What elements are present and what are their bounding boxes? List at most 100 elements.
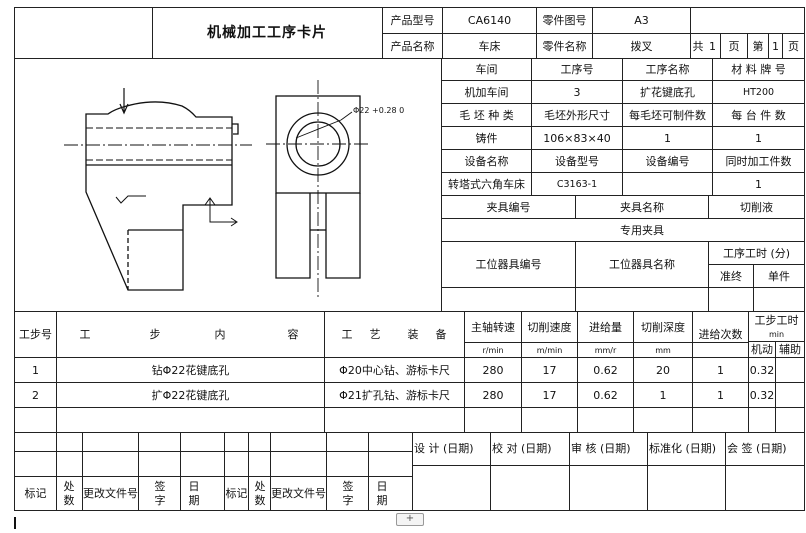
- equip-header-2: 艺: [369, 328, 381, 341]
- rev-count-label-2: 处数: [254, 479, 266, 507]
- prep-time-label: 准终: [720, 269, 742, 283]
- blank-size-label: 毛坯外形尺寸: [544, 108, 610, 122]
- text-cursor: [14, 517, 16, 529]
- rev-date-label-2: 日期: [376, 479, 388, 507]
- product-name-label: 产品名称: [390, 39, 435, 53]
- step-content-header-4: 容: [287, 328, 299, 341]
- page-unit-1: 页: [728, 39, 740, 53]
- part-name-value: 拨叉: [630, 39, 653, 53]
- op-name-value: 扩花键底孔: [640, 85, 695, 99]
- standard-signoff: 标准化 (日期): [649, 442, 717, 455]
- blank-size-value: 106×83×40: [543, 131, 611, 145]
- page-label: 第: [752, 39, 764, 53]
- part-no-label: 零件图号: [542, 14, 587, 27]
- step-passes: 1: [717, 363, 724, 377]
- fixture-name-value: 专用夹具: [620, 223, 664, 237]
- workshop-value: 机加车间: [464, 85, 509, 99]
- blank-type-label: 毛 坯 种 类: [459, 108, 514, 122]
- parts-per-unit-label: 每 台 件 数: [731, 108, 786, 122]
- step-content: 钻Φ22花键底孔: [151, 363, 230, 377]
- step-speed: 17: [542, 388, 557, 402]
- step-content-header-2: 步: [149, 328, 161, 341]
- feed-unit: mm/r: [594, 345, 617, 355]
- rev-date-label: 日期: [188, 479, 200, 507]
- part-name-label: 零件名称: [542, 39, 587, 53]
- op-time-label: 工序工时 (分): [722, 246, 791, 260]
- diameter-dimension: Φ22 +0.28 0: [353, 105, 405, 115]
- product-name-value: 车床: [478, 39, 501, 53]
- parts-per-unit-value: 1: [755, 131, 762, 145]
- op-name-label: 工序名称: [645, 63, 690, 76]
- time-unit-header: min: [768, 330, 785, 339]
- coolant-label: 切削液: [740, 200, 773, 214]
- total-pages-value: 1: [709, 39, 716, 53]
- equip-name-value: 转塔式六角车床: [448, 177, 525, 191]
- simul-label: 同时加工件数: [725, 154, 792, 168]
- op-no-value: 3: [573, 85, 581, 99]
- workshop-label: 车间: [475, 63, 498, 76]
- step-equip: Φ21扩孔钻、游标卡尺: [339, 388, 450, 402]
- rev-doc-label: 更改文件号: [83, 486, 138, 500]
- total-label: 共: [692, 39, 704, 53]
- equip-no-label: 设备编号: [645, 154, 690, 168]
- step-passes: 1: [717, 388, 724, 402]
- step-no: 2: [32, 388, 39, 402]
- step-content-header-1: 工: [79, 328, 91, 341]
- equip-no-value: [623, 173, 712, 195]
- speed-header: 切削速度: [527, 320, 572, 334]
- blank-type-value: 铸件: [475, 131, 498, 145]
- equip-header-3: 装: [407, 328, 419, 341]
- step-depth: 20: [656, 363, 670, 377]
- design-signoff: 设 计 (日期): [414, 442, 474, 455]
- equip-name-label: 设备名称: [464, 154, 509, 168]
- step-equip: Φ20中心钻、游标卡尺: [339, 363, 450, 377]
- speed-unit: m/min: [536, 345, 563, 355]
- step-feed: 0.62: [593, 363, 618, 377]
- parts-per-blank-value: 1: [664, 131, 671, 145]
- step-feed: 0.62: [593, 388, 618, 402]
- step-no: 1: [32, 363, 39, 377]
- passes-header: 进给次数: [698, 328, 743, 341]
- rev-sign-label: 签字: [154, 479, 166, 507]
- product-model-label: 产品型号: [390, 14, 435, 27]
- fixture-no-label: 夹具编号: [486, 200, 531, 214]
- rev-sign-label-2: 签字: [342, 479, 354, 507]
- station-name-label: 工位器具名称: [609, 258, 675, 271]
- spindle-unit: r/min: [482, 345, 504, 355]
- depth-unit: mm: [655, 345, 671, 355]
- review-signoff: 审 核 (日期): [571, 442, 631, 455]
- machine-time-header: 机动: [751, 343, 773, 356]
- step-spindle: 280: [482, 363, 504, 377]
- material-label: 材 料 牌 号: [731, 63, 786, 76]
- simul-value: 1: [755, 177, 762, 191]
- station-no-label: 工位器具编号: [475, 258, 542, 271]
- step-spindle: 280: [482, 388, 504, 402]
- rev-doc-label-2: 更改文件号: [271, 486, 326, 500]
- material-value: HT200: [742, 86, 775, 98]
- step-time-header: 工步工时: [754, 313, 799, 327]
- add-row-button[interactable]: +: [396, 513, 424, 526]
- page-no-value: 1: [772, 39, 779, 53]
- part-drawing: [64, 80, 370, 300]
- countersign-signoff: 会 签 (日期): [727, 442, 787, 455]
- equip-model-label: 设备型号: [555, 154, 599, 168]
- spindle-header: 主轴转速: [471, 320, 515, 334]
- part-no-value: A3: [634, 14, 649, 27]
- step-speed: 17: [542, 363, 557, 377]
- step-content: 扩Φ22花键底孔: [151, 388, 230, 402]
- form-title: 机械加工工序卡片: [207, 24, 327, 41]
- step-depth: 1: [659, 388, 667, 402]
- parts-per-blank-label: 每毛坯可制件数: [629, 108, 706, 122]
- step-machine-time: 0.32: [749, 363, 775, 377]
- equip-header-4: 备: [435, 328, 447, 341]
- rev-mark-label-2: 标记: [225, 487, 248, 500]
- aux-time-header: 辅助: [779, 343, 801, 356]
- equip-header-1: 工: [341, 328, 353, 341]
- step-no-header: 工步号: [19, 328, 52, 341]
- page-unit-2: 页: [788, 39, 799, 53]
- equip-model-value: C3163-1: [556, 178, 598, 190]
- depth-header: 切削深度: [641, 320, 685, 334]
- op-no-label: 工序号: [560, 63, 594, 76]
- feed-header: 进给量: [589, 320, 622, 334]
